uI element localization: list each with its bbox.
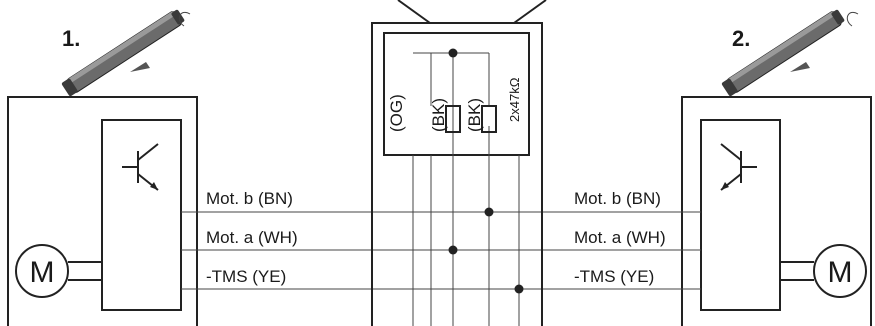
right-wire-label-mot-a: Mot. a (WH): [574, 228, 666, 247]
right-motor-label: M: [828, 256, 853, 289]
actuator-1-number: 1.: [62, 26, 80, 51]
node-mot-a: [448, 245, 458, 255]
right-housing: [681, 96, 872, 326]
label-bk-1: (BK): [429, 98, 448, 132]
horizontal-wires: [181, 211, 701, 290]
actuator-1: 1.: [61, 9, 191, 97]
actuator-2-number: 2.: [732, 26, 750, 51]
left-wire-label-mot-a: Mot. a (WH): [206, 228, 298, 247]
actuator-1-image: [61, 9, 185, 97]
left-motor-symbol: [15, 244, 69, 298]
node-tms: [514, 284, 524, 294]
resistor-1: [445, 105, 461, 133]
right-motor-symbol: [813, 244, 867, 298]
actuator-2-image: [721, 9, 845, 97]
callout-line-left: [397, 0, 431, 24]
left-unit: M Mot. b (BN) Mot. a (WH) -TMS (YE): [7, 96, 298, 326]
callout-line-right: [513, 0, 547, 24]
cable-outer: [371, 22, 543, 326]
label-bk-2: (BK): [465, 98, 484, 132]
left-transistor-symbol: [122, 143, 159, 191]
node-top: [448, 48, 458, 58]
resistor-value-label: 2x47kΩ: [507, 77, 522, 122]
left-wire-label-tms: -TMS (YE): [206, 267, 286, 286]
junction-box: [383, 32, 530, 156]
right-unit: M Mot. b (BN) Mot. a (WH) -TMS (YE): [574, 96, 872, 326]
left-motor-label: M: [30, 256, 55, 289]
junction-cable: (OG) (BK) (BK) 2x47kΩ: [371, 0, 547, 326]
right-transistor-symbol: [720, 143, 757, 191]
left-control-box: [101, 119, 182, 311]
label-og: (OG): [387, 94, 406, 132]
resistor-2: [481, 105, 497, 133]
right-wire-label-mot-b: Mot. b (BN): [574, 189, 661, 208]
left-wire-label-mot-b: Mot. b (BN): [206, 189, 293, 208]
actuator-2: 2.: [721, 9, 859, 97]
node-mot-b: [484, 207, 494, 217]
right-wire-label-tms: -TMS (YE): [574, 267, 654, 286]
right-control-box: [700, 119, 781, 311]
